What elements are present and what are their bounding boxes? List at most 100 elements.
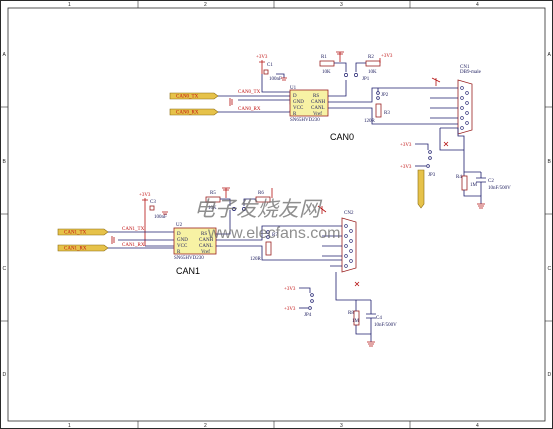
can0-r2-symbol xyxy=(365,60,381,67)
row-label-left-c: C xyxy=(3,266,7,272)
can0-jp2-pin-b xyxy=(376,96,380,100)
can1-conn-ref: CN2 xyxy=(344,211,354,216)
can1-canh-wire xyxy=(216,225,312,241)
can0-jp3-pin-a xyxy=(428,150,432,154)
row-label-right-a: A xyxy=(548,52,552,58)
can0-block: +3V3 C1 100nF CAN0_TX CAN0_RX CAN0_TX CA… xyxy=(169,51,511,209)
can0-chip-pin-r: R xyxy=(293,112,297,117)
can1-term-res-symbol xyxy=(265,241,272,256)
can1-block: +3V3 C3 100nF CAN1_TX CAN1_RX CAN1_TX CA… xyxy=(57,187,397,347)
col-label-bottom-4: 4 xyxy=(476,423,479,429)
row-label-right-d: D xyxy=(548,372,552,378)
can1-shield-gnd xyxy=(367,341,375,347)
can0-tx-port xyxy=(169,92,219,100)
can1-jp4-label: JP4 xyxy=(304,313,312,318)
can1-r6-ref: R6 xyxy=(258,191,264,196)
can1-jp-pin-b xyxy=(242,207,246,211)
can0-chip-pin-vcc: VCC xyxy=(293,106,304,111)
can1-chip-pin-canl: CANL xyxy=(199,244,213,249)
can0-pwr-label: +3V3 xyxy=(256,55,268,60)
can0-canl-wire xyxy=(328,107,412,125)
can1-chip-pin-r: R xyxy=(177,250,181,255)
can1-c4-val: 10nF/500V xyxy=(374,323,397,328)
can1-rx-wire-label: CAN1_RX xyxy=(122,243,145,248)
can0-chip-pin-vref: Vref xyxy=(313,112,322,117)
can0-chip-part: SN65HVD230 xyxy=(290,118,320,123)
can1-c4-ref: C4 xyxy=(376,316,382,321)
can1-cap-ref: C3 xyxy=(150,200,156,205)
can0-jp2-val: R3 xyxy=(384,111,390,116)
can1-db9-shield-x xyxy=(354,281,360,287)
can0-conn-part: DB9-male xyxy=(460,70,482,75)
can0-chip-pin-canl: CANL xyxy=(311,106,325,111)
can0-db9-shield-x xyxy=(443,141,449,147)
can0-jp1-label: JP1 xyxy=(362,77,370,82)
can0-c2-symbol xyxy=(476,172,486,196)
can0-r1-symbol xyxy=(319,60,335,67)
can1-title: CAN1 xyxy=(176,266,200,276)
can1-r5-wire xyxy=(220,198,231,206)
can0-r1-wire xyxy=(334,62,347,72)
can0-r4-c2-wire xyxy=(463,171,482,204)
watermark: 电子发烧友网 www.elecfans.com xyxy=(194,198,341,242)
can1-db9-no-connect xyxy=(317,205,327,214)
can0-r1-val: 10K xyxy=(322,70,331,75)
can1-r8-val: 1M xyxy=(352,319,360,324)
can0-chip-pin-d: D xyxy=(293,94,297,99)
can1-chip-pin-canh: CANH xyxy=(199,238,214,243)
can0-cap-gnd-wire xyxy=(276,73,285,78)
can0-cap-gnd xyxy=(281,77,287,81)
can1-r6-wire xyxy=(243,198,256,206)
col-label-top-3: 3 xyxy=(340,2,343,8)
can0-db9-pins xyxy=(460,86,469,130)
can0-shield-gnd xyxy=(477,203,485,209)
can1-term-res-label: 120R xyxy=(250,257,262,262)
can0-r1-gnd xyxy=(336,51,344,62)
can1-term-jp-b xyxy=(266,235,270,239)
can1-jp-pin-a xyxy=(232,207,236,211)
can1-db9-wires xyxy=(312,225,356,301)
can1-tx-port-label: CAN1_TX xyxy=(64,231,87,236)
col-label-bottom-2: 2 xyxy=(204,423,207,429)
can1-rs-wire xyxy=(216,210,231,235)
col-label-top-1: 1 xyxy=(68,2,71,8)
can0-c2-val: 10nF/500V xyxy=(488,186,511,191)
can1-jp-pwr-label: +3V3 xyxy=(284,287,296,292)
can1-r8-c4-wire xyxy=(355,299,372,342)
can0-canh-wire xyxy=(328,87,412,103)
can0-jp-pwr-wire xyxy=(415,143,429,150)
can0-r2-ref: R2 xyxy=(368,55,374,60)
can0-r2-wire xyxy=(355,62,366,72)
can1-r6-symbol xyxy=(255,196,271,203)
col-label-bottom-1: 1 xyxy=(68,423,71,429)
can1-db9-connector xyxy=(341,217,357,273)
can1-chip-part: SN65HVD230 xyxy=(174,256,204,261)
can1-gnd-symbol-left xyxy=(111,236,115,244)
row-label-left-b: B xyxy=(3,159,7,165)
can0-jp2-pin-a xyxy=(376,91,380,95)
can1-rx-port xyxy=(57,244,109,252)
can0-cap-symbol xyxy=(263,69,269,75)
can0-db9-connector xyxy=(457,79,473,135)
row-label-left-d: D xyxy=(3,372,7,378)
can0-db9-no-connect xyxy=(431,77,441,86)
can0-jp2-ref: JP2 xyxy=(381,93,389,98)
can0-tx-port-label: CAN0_TX xyxy=(176,95,199,100)
can0-jp3-label: JP3 xyxy=(428,173,436,178)
can1-cap-val: 100nF xyxy=(154,215,167,220)
can0-vertical-port xyxy=(417,169,425,209)
col-label-top-2: 2 xyxy=(204,2,207,8)
row-label-left-a: A xyxy=(3,52,7,58)
can0-pwr-symbol xyxy=(259,60,265,74)
can1-jp-pwr-wire xyxy=(299,287,311,293)
can1-chip-pin-rs: RS xyxy=(201,232,207,237)
can1-jp-pwr2-label: +3V3 xyxy=(284,307,296,312)
can1-db9-pins xyxy=(344,224,353,268)
can0-r4-symbol xyxy=(461,175,468,191)
can0-r2-pwr-label: +3V3 xyxy=(381,54,393,59)
can1-jp4-pin-a xyxy=(310,293,314,297)
can1-canl-wire xyxy=(216,245,312,261)
can1-jp4-pin-b xyxy=(310,299,314,303)
